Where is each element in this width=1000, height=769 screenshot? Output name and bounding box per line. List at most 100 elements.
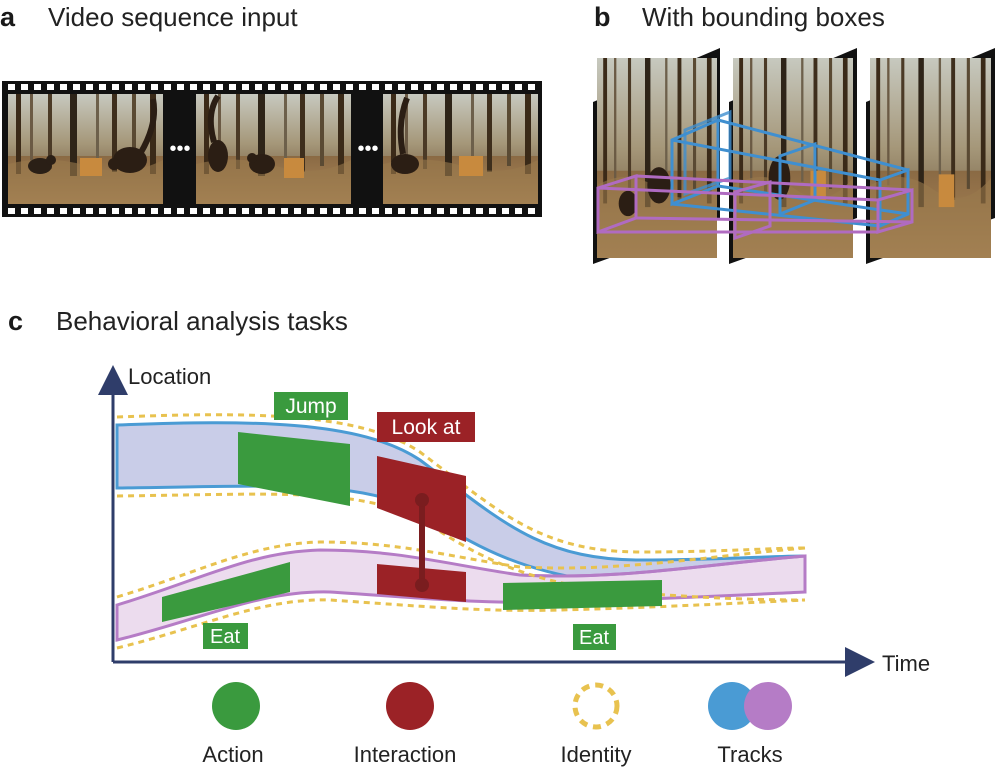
film-gap-2: ••• [357, 138, 378, 160]
look-at-label-bg [377, 412, 475, 442]
eat-right-label-bg [573, 624, 616, 650]
sprocket-hole [281, 84, 288, 90]
sprocket-hole [346, 208, 353, 214]
legend-interaction-swatch [386, 682, 434, 730]
bbox-frame-3 [866, 48, 995, 264]
behavior-diagram: Jump Look at Eat Eat Location Time [98, 364, 930, 677]
sprocket-hole [411, 84, 418, 90]
sprocket-hole [346, 84, 353, 90]
sprocket-hole [268, 84, 275, 90]
sprocket-hole [177, 84, 184, 90]
sprocket-hole [320, 208, 327, 214]
sprocket-hole [229, 208, 236, 214]
sprocket-hole [489, 84, 496, 90]
jump-label-bg [274, 392, 348, 420]
sprocket-hole [138, 208, 145, 214]
sprocket-hole [47, 84, 54, 90]
sprocket-hole [229, 84, 236, 90]
sprocket-hole [99, 84, 106, 90]
sprocket-hole [73, 208, 80, 214]
legend-tracks-label: Tracks [717, 742, 782, 767]
sprocket-hole [489, 208, 496, 214]
sprocket-hole [463, 208, 470, 214]
sprocket-hole [437, 208, 444, 214]
sprocket-hole [463, 84, 470, 90]
identity-outlines [116, 413, 806, 650]
sprocket-hole [164, 84, 171, 90]
sprocket-hole [294, 208, 301, 214]
sprocket-hole [515, 208, 522, 214]
sprocket-hole [307, 208, 314, 214]
sprocket-hole [255, 84, 262, 90]
panel-a-letter: a [0, 2, 16, 32]
sprocket-hole [424, 84, 431, 90]
sprocket-hole [476, 84, 483, 90]
legend-action-swatch [212, 682, 260, 730]
legend-identity-label: Identity [561, 742, 632, 767]
sprocket-hole [294, 84, 301, 90]
sprocket-hole [268, 208, 275, 214]
sprocket-hole [528, 84, 535, 90]
y-axis-label: Location [128, 364, 211, 389]
sprocket-hole [60, 208, 67, 214]
look-at-label: Look at [392, 416, 461, 439]
sprocket-hole [528, 208, 535, 214]
sprocket-hole [424, 208, 431, 214]
sprocket-hole [138, 84, 145, 90]
sprocket-hole [515, 84, 522, 90]
sprocket-hole [99, 208, 106, 214]
sprocket-hole [73, 84, 80, 90]
sprocket-hole [112, 84, 119, 90]
panel-b-title: With bounding boxes [642, 2, 885, 32]
sprocket-hole [151, 84, 158, 90]
purple-track-boxes [596, 173, 914, 241]
sprocket-hole [281, 208, 288, 214]
sprocket-hole [385, 84, 392, 90]
x-axis-label: Time [882, 651, 930, 676]
sprocket-hole [450, 208, 457, 214]
sprocket-hole [307, 84, 314, 90]
action-block-eat-left [162, 562, 290, 622]
sprocket-hole [21, 84, 28, 90]
sprocket-hole [86, 84, 93, 90]
legend-interaction-label: Interaction [354, 742, 457, 767]
sprocket-hole [151, 208, 158, 214]
sprocket-hole [190, 84, 197, 90]
sprocket-hole [112, 208, 119, 214]
sprocket-hole [398, 208, 405, 214]
sprocket-hole [86, 208, 93, 214]
sprocket-hole [125, 208, 132, 214]
legend-tracks-swatch-blue [708, 682, 756, 730]
jump-label: Jump [285, 395, 336, 418]
sprocket-hole [190, 208, 197, 214]
sprocket-hole [398, 84, 405, 90]
sprocket-hole [372, 208, 379, 214]
sprocket-hole [359, 84, 366, 90]
sprocket-hole [203, 84, 210, 90]
legend: Action Interaction Identity Tracks [202, 682, 792, 767]
sprocket-hole [333, 208, 340, 214]
sprocket-hole [216, 84, 223, 90]
panel-a-title: Video sequence input [48, 2, 298, 32]
bounding-box-frames [593, 48, 995, 264]
sprocket-hole [372, 84, 379, 90]
sprocket-hole [125, 84, 132, 90]
interaction-node-top [415, 493, 429, 507]
film-strip: ••• ••• [2, 81, 542, 217]
legend-identity-swatch [572, 682, 620, 730]
sprocket-hole [34, 84, 41, 90]
eat-left-label: Eat [210, 626, 240, 648]
sprocket-hole [34, 208, 41, 214]
sprocket-hole [437, 84, 444, 90]
sprocket-hole [21, 208, 28, 214]
sprocket-hole [333, 84, 340, 90]
action-block-eat-right [503, 580, 662, 610]
sprocket-hole [411, 208, 418, 214]
eat-right-label: Eat [579, 627, 609, 649]
sprocket-hole [476, 208, 483, 214]
sprocket-hole [385, 208, 392, 214]
sprocket-hole [242, 208, 249, 214]
sprocket-hole [320, 84, 327, 90]
film-gap-1: ••• [169, 138, 190, 160]
